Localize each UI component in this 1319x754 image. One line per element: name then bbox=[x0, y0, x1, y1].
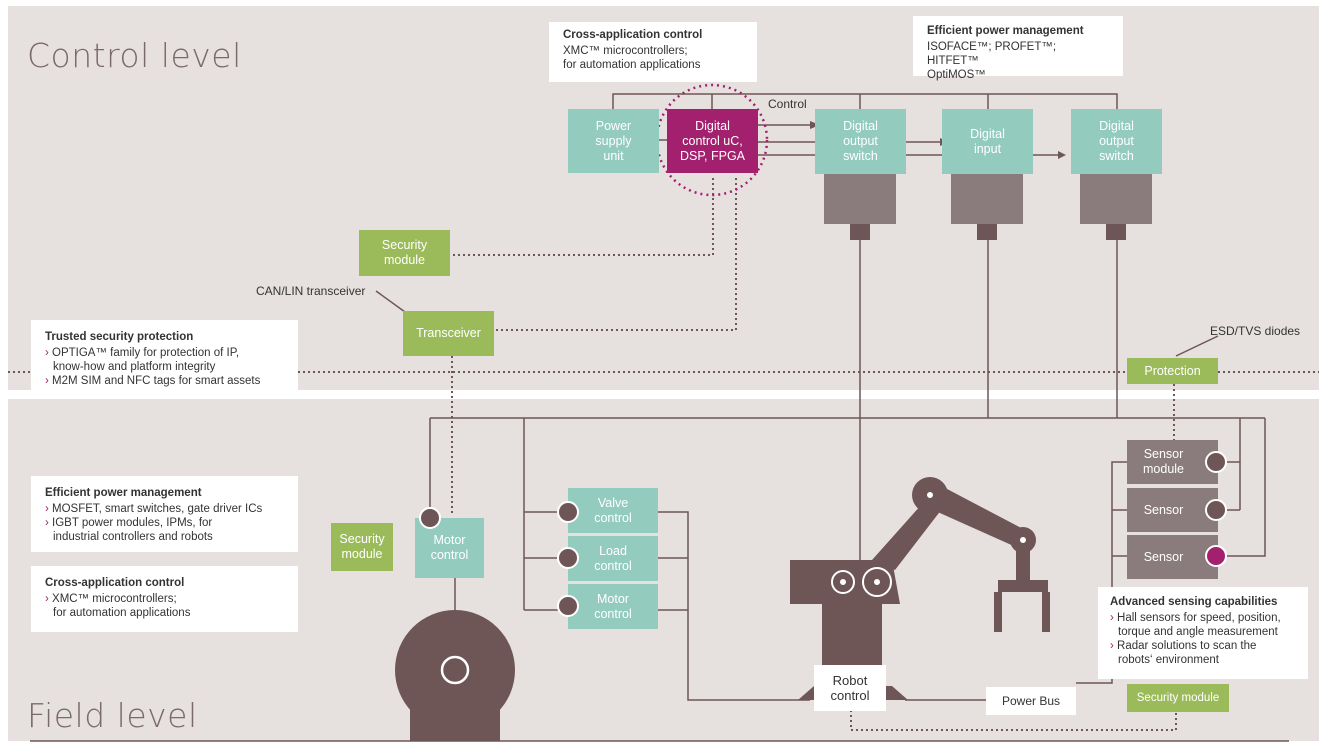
sensor-1[interactable]: Sensor bbox=[1127, 488, 1218, 532]
control-label: Control bbox=[768, 97, 807, 111]
power-bus-label: Power Bus bbox=[986, 687, 1076, 715]
sensor-module[interactable]: Sensor module bbox=[1127, 440, 1218, 484]
card-title: Advanced sensing capabilities bbox=[1110, 596, 1278, 608]
protection[interactable]: Protection bbox=[1127, 358, 1218, 384]
security-module-top[interactable]: Security module bbox=[359, 230, 450, 276]
card-power-left: Efficient power management › MOSFET, sma… bbox=[31, 476, 298, 552]
esd-tvs-label: ESD/TVS diodes bbox=[1210, 324, 1301, 338]
valve-control[interactable]: Valve control bbox=[568, 488, 658, 533]
digital-output-switch-1[interactable]: Digital output switch bbox=[815, 109, 906, 174]
card-line-text: OPTIGA™ family for protection of IP, bbox=[52, 347, 240, 359]
card-line: for automation applications bbox=[563, 59, 701, 71]
card-line: for automation applications bbox=[53, 607, 191, 619]
card-line-text: Radar solutions to scan the bbox=[1117, 640, 1257, 652]
card-sensing: Advanced sensing capabilities › Hall sen… bbox=[1098, 587, 1308, 679]
digital-input[interactable]: Digital input bbox=[942, 109, 1033, 174]
field-level-title: Field level bbox=[27, 696, 198, 735]
security-module-left[interactable]: Security module bbox=[331, 523, 393, 571]
card-line: › M2M SIM and NFC tags for smart assets bbox=[45, 375, 261, 387]
robot-control-label: Robot control bbox=[814, 665, 886, 711]
card-line: › Hall sensors for speed, position, bbox=[1110, 612, 1281, 624]
control-level-title: Control level bbox=[27, 36, 242, 75]
can-lin-label: CAN/LIN transceiver bbox=[256, 284, 366, 298]
card-line: industrial controllers and robots bbox=[53, 531, 213, 543]
card-line: XMC™ microcontrollers; bbox=[563, 45, 688, 57]
card-line: › XMC™ microcontrollers; bbox=[45, 593, 177, 605]
card-cross-left: Cross-application control › XMC™ microco… bbox=[31, 566, 298, 632]
card-line: torque and angle measurement bbox=[1118, 626, 1278, 638]
card-line: know-how and platform integrity bbox=[53, 361, 216, 373]
card-line: › MOSFET, smart switches, gate driver IC… bbox=[45, 503, 263, 515]
card-line: › OPTIGA™ family for protection of IP, bbox=[45, 347, 240, 359]
card-line-text: MOSFET, smart switches, gate driver ICs bbox=[52, 503, 263, 515]
motor-control[interactable]: Motor control bbox=[568, 584, 658, 629]
sensor-2[interactable]: Sensor bbox=[1127, 535, 1218, 579]
card-title: Trusted security protection bbox=[45, 331, 194, 343]
card-line: robots‘ environment bbox=[1118, 654, 1219, 666]
security-module-bottom[interactable]: Security module bbox=[1127, 684, 1229, 712]
motor-control-left[interactable]: Motor control bbox=[415, 518, 484, 578]
motor-drum-icon bbox=[395, 610, 515, 741]
card-line: › IGBT power modules, IPMs, for bbox=[45, 517, 213, 529]
card-line: OptiMOS™ bbox=[927, 69, 986, 81]
transceiver[interactable]: Transceiver bbox=[403, 311, 494, 356]
card-line-text: Hall sensors for speed, position, bbox=[1117, 612, 1281, 624]
card-line-text: XMC™ microcontrollers; bbox=[52, 593, 177, 605]
card-title: Cross-application control bbox=[45, 577, 185, 589]
card-line: › Radar solutions to scan the bbox=[1110, 640, 1257, 652]
card-title: Efficient power management bbox=[927, 25, 1084, 37]
card-trusted-security: Trusted security protection › OPTIGA™ fa… bbox=[31, 320, 298, 398]
load-control[interactable]: Load control bbox=[568, 536, 658, 581]
card-title: Efficient power management bbox=[45, 487, 202, 499]
card-power-top: Efficient power management ISOFACE™; PRO… bbox=[913, 16, 1123, 81]
card-line-text: M2M SIM and NFC tags for smart assets bbox=[52, 375, 261, 387]
digital-control-dsp[interactable]: Digital control uC, DSP, FPGA bbox=[667, 109, 758, 173]
card-line-text: IGBT power modules, IPMs, for bbox=[52, 517, 213, 529]
card-line: ISOFACE™; PROFET™; HITFET™ bbox=[927, 41, 1057, 67]
card-cross-top: Cross-application control XMC™ microcont… bbox=[549, 22, 757, 82]
power-supply-unit[interactable]: Power supply unit bbox=[568, 109, 659, 173]
card-title: Cross-application control bbox=[563, 29, 703, 41]
digital-output-switch-2[interactable]: Digital output switch bbox=[1071, 109, 1162, 174]
